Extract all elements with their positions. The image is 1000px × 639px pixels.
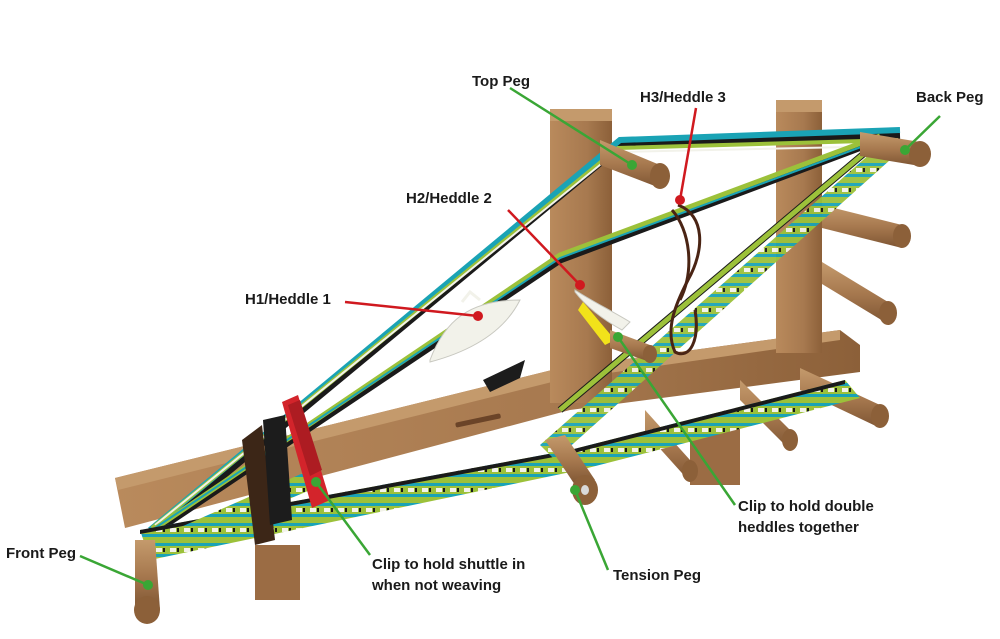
leader-tension-peg xyxy=(573,489,610,571)
leader-heddle-2 xyxy=(507,209,581,286)
leader-heddle-1 xyxy=(344,300,479,318)
leader-front-peg xyxy=(79,554,149,587)
label-heddle-2: H2/Heddle 2 xyxy=(406,190,492,207)
label-double-clip-line2: heddles together xyxy=(738,519,859,536)
leader-top-peg xyxy=(509,86,633,167)
floor-block-front xyxy=(255,545,300,600)
back-peg xyxy=(860,132,931,167)
leader-back-peg xyxy=(904,115,941,151)
label-back-peg: Back Peg xyxy=(916,89,984,106)
label-tension-peg: Tension Peg xyxy=(613,567,702,584)
label-top-peg: Top Peg xyxy=(472,73,531,90)
label-front-peg: Front Peg xyxy=(6,545,76,562)
label-heddle-3: H3/Heddle 3 xyxy=(640,89,726,106)
label-shuttle-clip-line1: Clip to hold shuttle in xyxy=(372,556,526,573)
front-peg xyxy=(134,540,160,624)
shuttle xyxy=(242,360,525,545)
leader-heddle-3 xyxy=(678,107,698,201)
heddle-1 xyxy=(429,289,521,363)
leader-lines xyxy=(79,86,941,590)
heddle-3 xyxy=(669,203,702,356)
label-shuttle-clip-line2: when not weaving xyxy=(372,577,502,594)
label-double-clip-line1: Clip to hold double xyxy=(738,498,874,515)
heddle-2 xyxy=(574,289,631,345)
leader-double-clip xyxy=(616,336,737,506)
leader-shuttle-clip xyxy=(314,481,372,556)
label-heddle-1: H1/Heddle 1 xyxy=(245,291,331,308)
